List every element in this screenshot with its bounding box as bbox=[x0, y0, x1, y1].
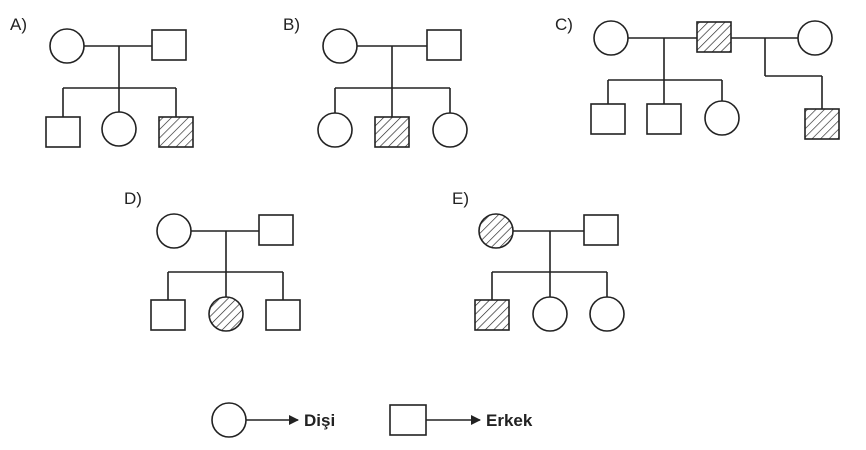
affected-father-c bbox=[696, 21, 732, 53]
option-label-a: A) bbox=[10, 15, 27, 34]
son-c-1 bbox=[590, 103, 626, 135]
legend-female-label: Dişi bbox=[304, 411, 335, 430]
pedigree-d: D) bbox=[124, 189, 301, 332]
son-a-1 bbox=[45, 116, 81, 148]
pedigree-c: C) bbox=[555, 15, 840, 140]
wife-1-c bbox=[593, 20, 629, 56]
legend-male-label: Erkek bbox=[486, 411, 533, 430]
mother-b bbox=[322, 28, 358, 64]
mother-d bbox=[156, 213, 192, 249]
pedigree-b: B) bbox=[283, 15, 468, 148]
son-d-2 bbox=[265, 299, 301, 331]
affected-son-e bbox=[474, 299, 510, 331]
mother-a bbox=[49, 28, 85, 64]
pedigree-e: E) bbox=[452, 189, 625, 332]
option-label-d: D) bbox=[124, 189, 142, 208]
daughter-a bbox=[101, 111, 137, 147]
legend-male-symbol bbox=[389, 404, 427, 436]
father-e bbox=[583, 214, 619, 246]
daughter-c bbox=[704, 100, 740, 136]
pedigree-a: A) bbox=[10, 15, 194, 148]
legend-female-symbol bbox=[211, 402, 247, 438]
option-label-c: C) bbox=[555, 15, 573, 34]
son-d-1 bbox=[150, 299, 186, 331]
wife-2-c bbox=[797, 20, 833, 56]
daughter-b-2 bbox=[432, 112, 468, 148]
daughter-b-1 bbox=[317, 112, 353, 148]
legend: Dişi Erkek bbox=[211, 402, 533, 438]
daughter-e-2 bbox=[589, 296, 625, 332]
daughter-e-1 bbox=[532, 296, 568, 332]
father-a bbox=[151, 29, 187, 61]
option-label-b: B) bbox=[283, 15, 300, 34]
father-d bbox=[258, 214, 294, 246]
affected-son-a bbox=[158, 116, 194, 148]
affected-son-b bbox=[374, 116, 410, 148]
affected-mother-e bbox=[478, 213, 514, 249]
affected-son-c bbox=[804, 108, 840, 140]
affected-daughter-d bbox=[208, 296, 244, 332]
father-b bbox=[426, 29, 462, 61]
option-label-e: E) bbox=[452, 189, 469, 208]
son-c-2 bbox=[646, 103, 682, 135]
